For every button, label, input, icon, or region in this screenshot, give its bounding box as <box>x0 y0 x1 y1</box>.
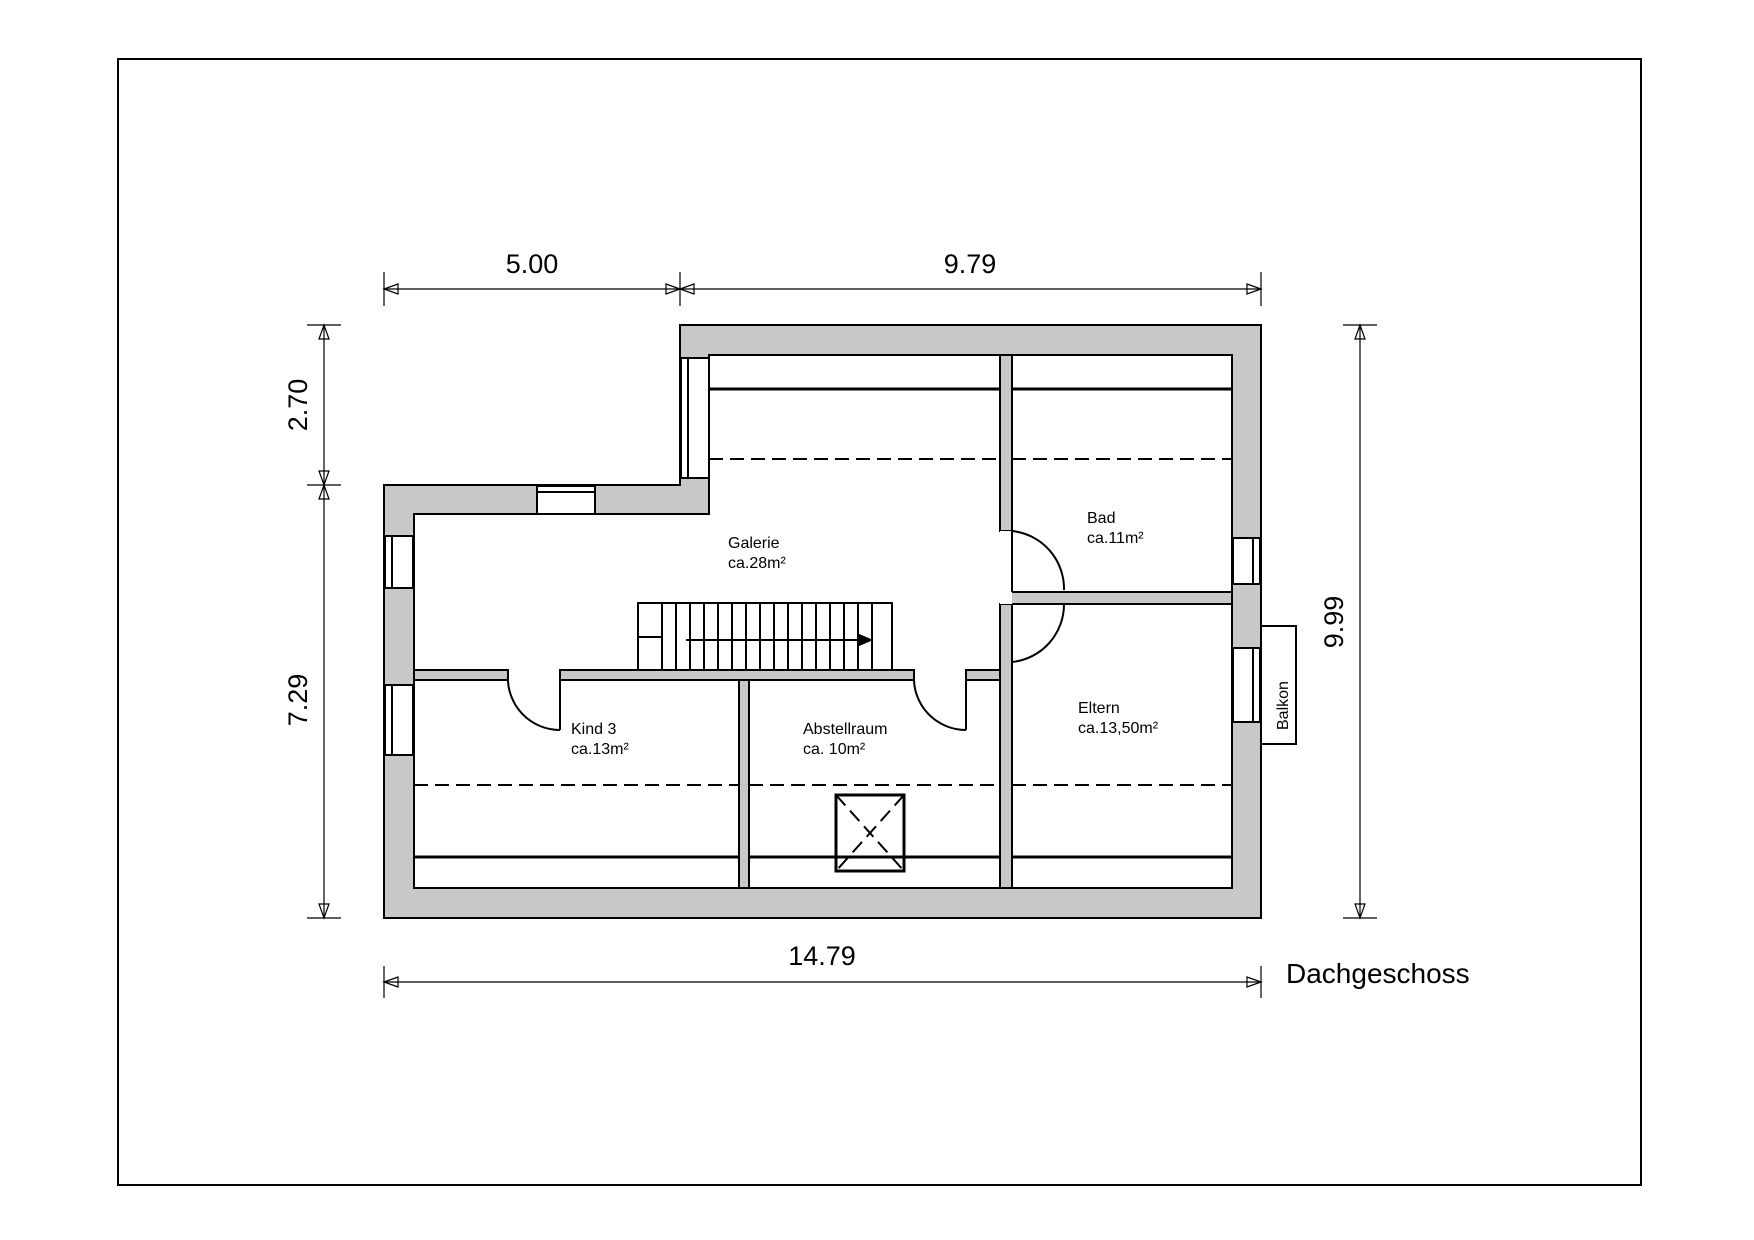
dimension-right: 9.99 <box>1319 596 1349 649</box>
balcony: Balkon <box>1261 625 1297 745</box>
room-kind3-name: Kind 3 <box>571 721 616 738</box>
plan-title: Dachgeschoss <box>1286 958 1470 989</box>
dimension-left-upper: 2.70 <box>283 379 313 432</box>
roof-lines <box>414 387 1232 859</box>
dimension-top-right: 9.79 <box>944 249 997 279</box>
room-bad-name: Bad <box>1087 510 1115 527</box>
room-labels: Galerie ca.28m² Bad ca.11m² Kind 3 ca.13… <box>571 510 1159 758</box>
dimension-bottom: 14.79 <box>788 941 856 971</box>
roof-hatch-symbol <box>834 793 906 873</box>
drawing-frame <box>117 58 1642 1186</box>
room-eltern-name: Eltern <box>1078 700 1120 717</box>
room-galerie-area: ca.28m² <box>728 555 786 572</box>
exterior-walls <box>383 324 1262 919</box>
dimension-lines <box>307 272 1377 998</box>
staircase <box>637 602 893 671</box>
door-swings <box>506 530 1066 732</box>
dimension-top-left: 5.00 <box>506 249 559 279</box>
interior-walls <box>413 354 1233 889</box>
balcony-label: Balkon <box>1275 681 1292 730</box>
windows <box>384 357 1261 756</box>
room-eltern-area: ca.13,50m² <box>1078 720 1159 737</box>
room-galerie-name: Galerie <box>728 535 780 552</box>
dimension-left-lower: 7.29 <box>283 674 313 727</box>
room-bad-area: ca.11m² <box>1087 530 1144 547</box>
room-abstellraum-area: ca. 10m² <box>803 741 866 758</box>
room-kind3-area: ca.13m² <box>571 741 629 758</box>
room-abstellraum-name: Abstellraum <box>803 721 887 738</box>
